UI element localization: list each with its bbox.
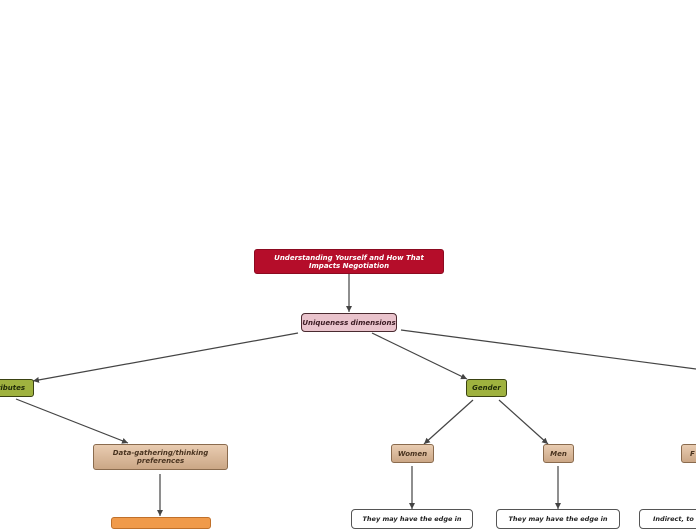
indirect-node[interactable]: Indirect, to [639,509,696,529]
edge-uniqueness-right [400,329,696,370]
women-edge-label: They may have the edge in [362,515,462,523]
partial-f-node[interactable]: F [681,444,696,463]
women-edge-node[interactable]: They may have the edge in [351,509,473,529]
data-gathering-node[interactable]: Data-gathering/thinking preferences [93,444,228,470]
men-edge-node[interactable]: They may have the edge in [496,509,620,529]
orange-child-node[interactable] [111,517,211,529]
men-label: Men [550,449,567,458]
gender-label: Gender [472,384,501,392]
uniqueness-dimensions-label: Uniqueness dimensions [302,318,396,327]
root-topic-label: Understanding Yourself and How That Impa… [274,253,424,270]
edge-uniqueness-attributes [32,332,299,383]
edge-gender-women [423,399,474,445]
data-gathering-label: Data-gathering/thinking preferences [112,449,209,465]
attributes-label: ributes [0,384,25,392]
edge-attributes-data [15,398,129,444]
women-node[interactable]: Women [391,444,434,463]
men-node[interactable]: Men [543,444,574,463]
gender-node[interactable]: Gender [466,379,507,397]
uniqueness-dimensions-node[interactable]: Uniqueness dimensions [301,313,397,332]
root-topic-node[interactable]: Understanding Yourself and How That Impa… [254,249,444,274]
men-edge-label: They may have the edge in [508,515,608,523]
edge-gender-men [498,399,549,445]
partial-f-label: F [690,449,695,458]
attributes-node[interactable]: ributes [0,379,34,397]
edge-uniqueness-gender [371,332,468,380]
indirect-label: Indirect, to [653,515,694,523]
women-label: Women [397,449,428,458]
